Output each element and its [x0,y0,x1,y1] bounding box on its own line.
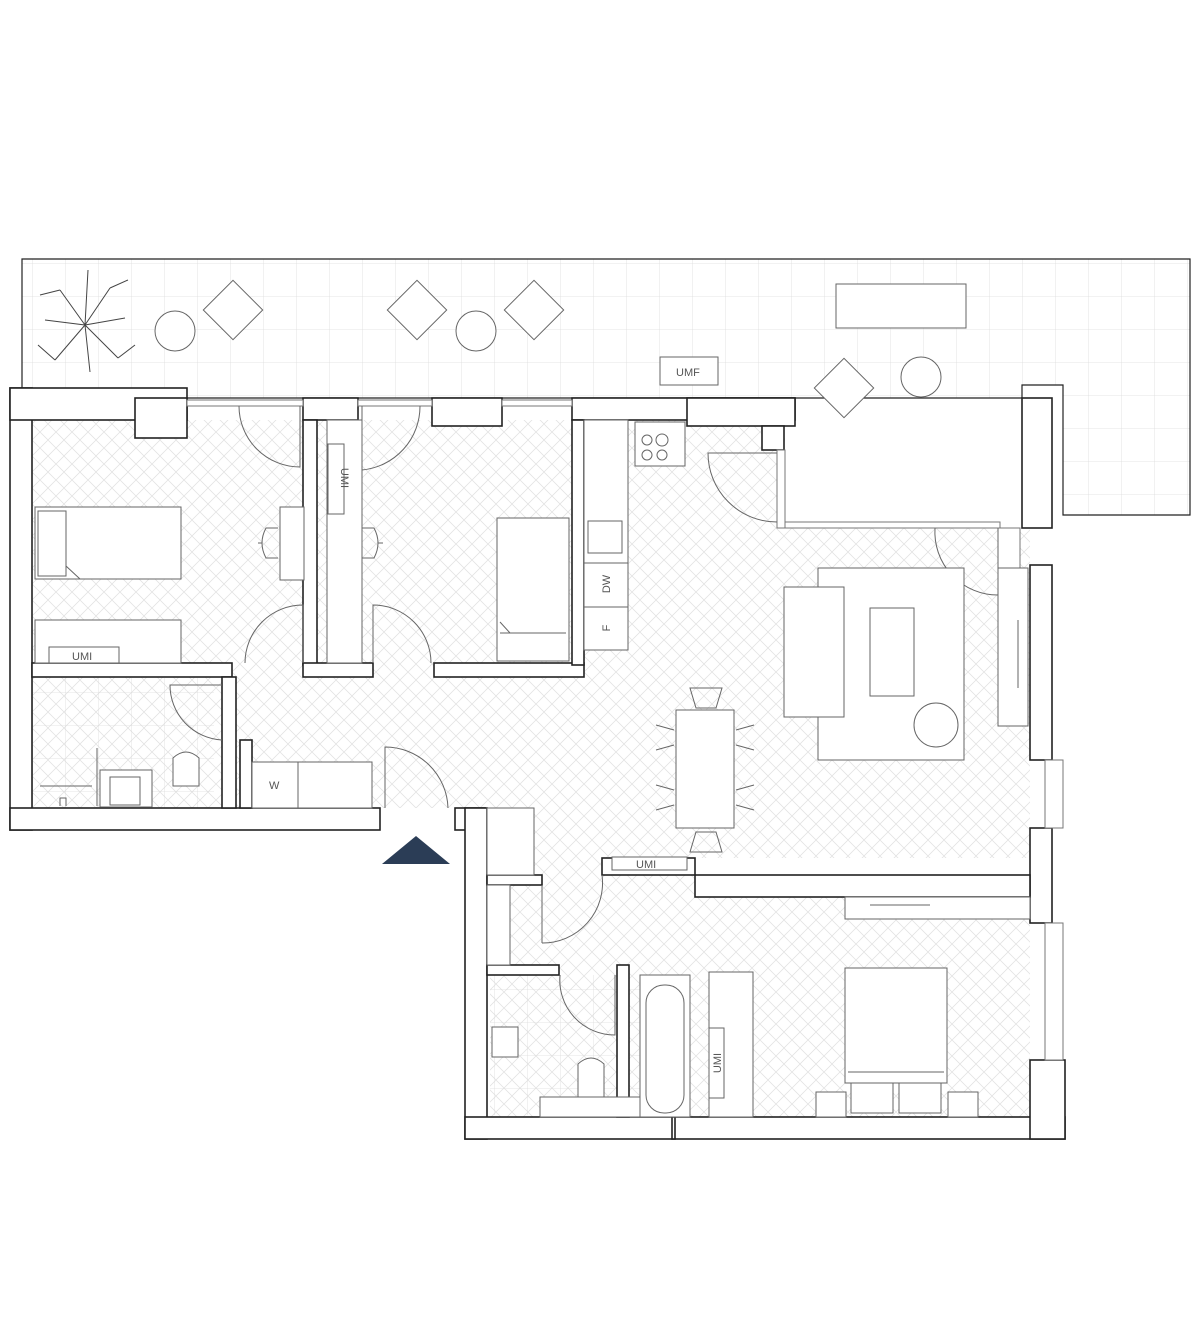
indoor-unit [48,646,120,664]
door-bedroom2 [372,604,432,664]
washer-label: W [269,780,280,792]
chair-icon [258,527,278,559]
pillow [898,1082,942,1114]
balcony-table-3 [900,356,942,398]
bed [496,517,570,662]
balcony-chair-4 [813,357,875,419]
sofa [783,586,845,718]
balcony-sofa [835,283,967,329]
door-bedroom1-balcony [238,405,301,468]
desk [279,506,305,581]
balcony-table-2 [455,310,497,352]
indoor-unit-label: UMI [338,468,350,488]
coffee-table [869,607,915,697]
sink [109,776,141,806]
indoor-unit-label: UMI [72,651,92,663]
interior-walls [31,419,1031,1140]
bedroom-3: UMI [708,896,1031,1118]
indoor-unit [327,443,345,515]
hall-cabinet-2 [486,884,511,966]
sink [587,520,623,554]
balcony-chair-1 [202,279,264,341]
shelf [844,896,1031,920]
door-bedroom2-balcony [361,405,421,471]
nightstand [815,1091,847,1118]
entrance-marker-icon [382,836,450,864]
bathroom-1 [40,748,200,808]
indoor-unit-label: UMI [712,1053,724,1073]
balcony-chair-3 [503,279,565,341]
door-entrance [384,746,449,809]
bedroom-2: UMI [326,419,570,664]
shower [40,748,98,806]
bed [844,967,948,1084]
living-room: UMI [611,567,1029,871]
door-bathroom1 [169,684,223,741]
indoor-unit-label: UMI [636,859,656,871]
balcony-table-1 [154,310,196,352]
tv-console [997,567,1029,727]
door-kitchen-balcony [707,452,778,523]
wardrobe [251,761,373,809]
side-table [913,702,959,748]
dining-chairs [655,687,755,853]
bedroom-1: UMI [34,506,305,664]
door-bathroom2 [559,974,616,1036]
outdoor-unit [659,356,719,386]
dining-table [675,709,735,829]
hall-cabinet [486,807,535,876]
dishwasher-label: DW [601,574,613,593]
indoor-unit [708,1027,725,1099]
bathroom-2 [491,974,691,1118]
balcony-chair-2 [386,279,448,341]
fridge-label: F [601,624,613,631]
door-bedroom3 [541,874,604,944]
exterior-walls [9,387,1066,1140]
doors [169,405,999,1036]
indoor-unit [611,856,688,871]
sink [491,1026,519,1058]
door-bedroom1 [244,604,304,664]
pillow [850,1082,894,1114]
nightstand [947,1091,979,1118]
outdoor-unit-label: UMF [676,367,700,379]
chair-icon [362,527,383,559]
tree-icon [37,269,136,373]
hall: W [251,761,535,966]
balcony: UMF [21,258,1191,516]
toilet [577,1057,605,1098]
vanity [539,1096,641,1118]
kitchen: DW F [583,419,686,651]
toilet [172,751,200,787]
bathtub [639,974,691,1118]
